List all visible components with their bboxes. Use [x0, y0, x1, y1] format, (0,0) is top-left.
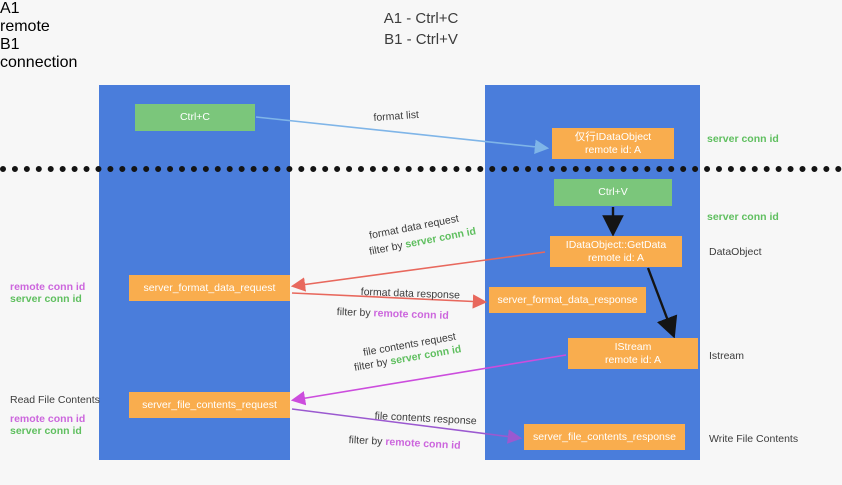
node-istream-title: IStream: [614, 341, 652, 353]
label-istream: Istream: [709, 350, 745, 362]
label-read-file-contents: Read File Contents: [10, 394, 100, 406]
node-server-file-contents-request[interactable]: server_file_contents_request: [129, 392, 290, 418]
node-getdata[interactable]: IDataObject::GetData remote id: A: [550, 236, 682, 267]
node-server-format-data-response[interactable]: server_format_data_response: [489, 287, 646, 313]
lane-a1-name: A1: [0, 0, 20, 17]
node-ctrl-v-label: Ctrl+V: [598, 186, 628, 199]
filter-by-text: filter by: [336, 305, 374, 320]
node-server-file-contents-request-label: server_file_contents_request: [142, 398, 277, 411]
node-server-file-contents-response[interactable]: server_file_contents_response: [524, 424, 685, 450]
title-line-1: A1 - Ctrl+C: [383, 10, 459, 27]
filter-by-text: filter by: [348, 433, 386, 448]
lane-header-b1: B1 connection: [0, 36, 140, 72]
node-ctrl-v[interactable]: Ctrl+V: [554, 179, 672, 206]
caption-file-contents-response-filter: filter by remote conn id: [348, 433, 461, 453]
node-server-format-data-request[interactable]: server_format_data_request: [129, 275, 290, 301]
page-title: A1 - Ctrl+C B1 - Ctrl+V: [251, 8, 591, 50]
node-idataobject-title: 仅行IDataObject: [574, 131, 652, 143]
node-server-format-data-response-label: server_format_data_response: [497, 293, 638, 306]
lane-b1-name: B1: [0, 36, 20, 53]
caption-format-list: format list: [373, 108, 420, 124]
filter-by-text: filter by: [353, 355, 392, 374]
node-getdata-title: IDataObject::GetData: [565, 239, 667, 251]
label-remote-conn-id-upper: remote conn id: [10, 281, 86, 293]
title-line-2: B1 - Ctrl+V: [384, 31, 458, 48]
divider-dashed-line: [0, 166, 842, 172]
node-server-file-contents-response-label: server_file_contents_response: [532, 430, 676, 443]
node-ctrl-c[interactable]: Ctrl+C: [135, 104, 255, 131]
node-istream[interactable]: IStream remote id: A: [568, 338, 698, 369]
label-server-conn-id-top: server conn id: [707, 133, 779, 145]
label-write-file-contents: Write File Contents: [709, 433, 799, 445]
node-idataobject[interactable]: 仅行IDataObject remote id: A: [552, 128, 674, 159]
remote-conn-id-text: remote conn id: [385, 435, 461, 452]
lane-header-a1: A1 remote: [0, 0, 140, 36]
label-remote-conn-id-lower: remote conn id: [10, 413, 86, 425]
lane-a1-role: remote: [0, 18, 50, 35]
label-server-conn-id-upper: server conn id: [10, 293, 82, 305]
label-server-conn-id-lower: server conn id: [10, 425, 82, 437]
node-istream-remote-id: remote id: A: [604, 353, 662, 366]
node-ctrl-c-label: Ctrl+C: [179, 111, 211, 124]
label-dataobject: DataObject: [709, 246, 762, 258]
caption-file-contents-response: file contents response: [374, 409, 477, 428]
node-idataobject-remote-id: remote id: A: [584, 143, 642, 156]
remote-conn-id-text: remote conn id: [373, 307, 449, 322]
caption-format-data-response-filter: filter by remote conn id: [337, 305, 449, 323]
label-server-conn-id-mid: server conn id: [707, 211, 779, 223]
node-getdata-remote-id: remote id: A: [587, 251, 645, 264]
caption-format-data-response: format data response: [360, 285, 461, 302]
lane-b1-role: connection: [0, 54, 78, 71]
node-server-format-data-request-label: server_format_data_request: [143, 281, 276, 294]
